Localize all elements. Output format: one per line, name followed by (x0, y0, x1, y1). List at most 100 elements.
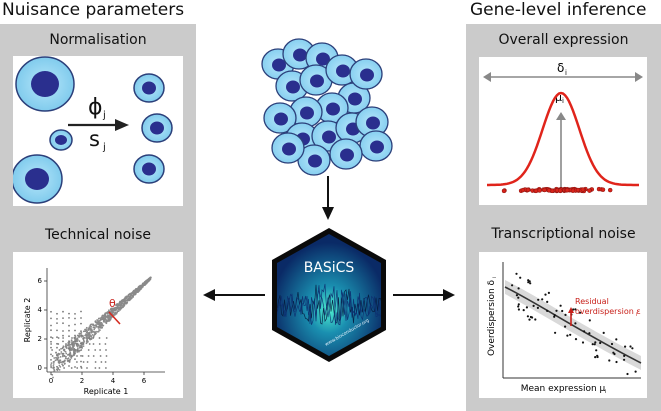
scatter-point (74, 352, 76, 355)
scatter-point (97, 320, 99, 323)
scatter-point (80, 332, 83, 334)
noise-point (591, 343, 594, 346)
normalised-cell-1 (133, 73, 165, 103)
scatter-point (57, 337, 60, 339)
annotation-overdispersion: overdispersion ε (575, 307, 641, 316)
scatter-point (116, 304, 118, 306)
scatter-point (50, 362, 53, 364)
scatter-point (80, 310, 82, 313)
scatter-point (147, 280, 150, 283)
cell-9 (289, 96, 323, 128)
scatter-point (98, 326, 101, 329)
scatter-point (99, 323, 102, 325)
scatter-point (62, 322, 64, 325)
small-cell-middle (49, 129, 73, 151)
scatter-point (74, 323, 76, 326)
noise-point (572, 308, 575, 311)
scatter-point (56, 322, 58, 324)
scatter-point (99, 325, 102, 328)
noise-point (525, 306, 528, 309)
scatter-point (76, 367, 79, 369)
expression-dot (580, 187, 586, 192)
scatter-point (74, 349, 76, 351)
normalisation-svg: ϕ j s j (11, 56, 173, 204)
normalisation-diagram: ϕ j s j (11, 56, 183, 206)
cell-8 (315, 92, 349, 124)
noise-point (615, 338, 618, 341)
scatter-point (100, 323, 103, 326)
scatter-point (105, 349, 107, 351)
scatter-point (76, 349, 79, 351)
scatter-point (90, 323, 92, 326)
scatter-point (77, 339, 79, 341)
cell-18 (271, 132, 305, 164)
noise-point (602, 331, 605, 334)
noise-point (553, 314, 556, 317)
scatter-point (149, 276, 152, 279)
scatter-point (71, 343, 73, 345)
scatter-point (105, 320, 108, 323)
left-arrow (203, 289, 265, 301)
scatter-point (101, 318, 104, 320)
scatter-point (86, 335, 88, 337)
overall-expression-plot: δ i μ i (479, 57, 647, 205)
scatter-point (59, 366, 62, 368)
scatter-point (62, 317, 64, 319)
delta-symbol: δ (557, 61, 564, 75)
expression-dot (533, 188, 539, 194)
scatter-point (65, 347, 68, 349)
cell-16 (329, 138, 363, 170)
scatter-point (65, 343, 67, 345)
scatter-point (74, 313, 76, 315)
scatter-point (101, 314, 104, 317)
scatter-point (117, 310, 120, 312)
expression-dot (564, 187, 570, 193)
noise-point (595, 349, 598, 352)
phi-symbol: ϕ (88, 95, 103, 120)
scatter-point (94, 349, 97, 351)
scatter-point (72, 342, 75, 345)
scatter-point (80, 360, 82, 363)
scatter-point (80, 349, 83, 351)
scatter-point (62, 360, 64, 363)
scatter-point (115, 307, 118, 310)
noise-point (588, 332, 591, 335)
scatter-point (66, 344, 69, 347)
expression-distribution-curve (487, 91, 639, 187)
scatter-point (67, 357, 70, 360)
noise-point (624, 345, 627, 348)
scatter-point (139, 287, 142, 290)
scatter-point (92, 343, 95, 345)
noise-point (541, 298, 544, 301)
scatter-point (121, 300, 124, 303)
noise-point (596, 355, 599, 359)
scatter-point (76, 351, 79, 353)
scatter-point (82, 361, 85, 363)
scatter-point (108, 309, 110, 312)
noise-point (574, 308, 577, 311)
scatter-point (125, 295, 128, 298)
scatter-point (85, 326, 88, 329)
scatter-point (53, 370, 55, 373)
scatter-point (57, 343, 60, 345)
scatter-point (95, 330, 97, 333)
scatter-point (86, 341, 88, 343)
noise-point (583, 330, 586, 333)
noise-scatter-points (511, 272, 637, 376)
scatter-point (62, 364, 64, 367)
noise-point (529, 315, 532, 319)
scatter-point (142, 282, 145, 285)
scatter-point (50, 310, 52, 313)
scatter-point (113, 308, 116, 311)
noise-point (519, 276, 522, 279)
gene-expression-dots (501, 186, 613, 194)
scatter-point (102, 316, 105, 318)
cell-5 (299, 64, 333, 96)
scatter-point (116, 305, 119, 308)
nuisance-parameters-panel: Normalisation (0, 24, 196, 411)
scatter-point (120, 307, 123, 309)
noise-point (511, 284, 514, 287)
scatter-point (80, 342, 82, 345)
scatter-point (97, 319, 99, 322)
scatter-point (68, 324, 70, 327)
